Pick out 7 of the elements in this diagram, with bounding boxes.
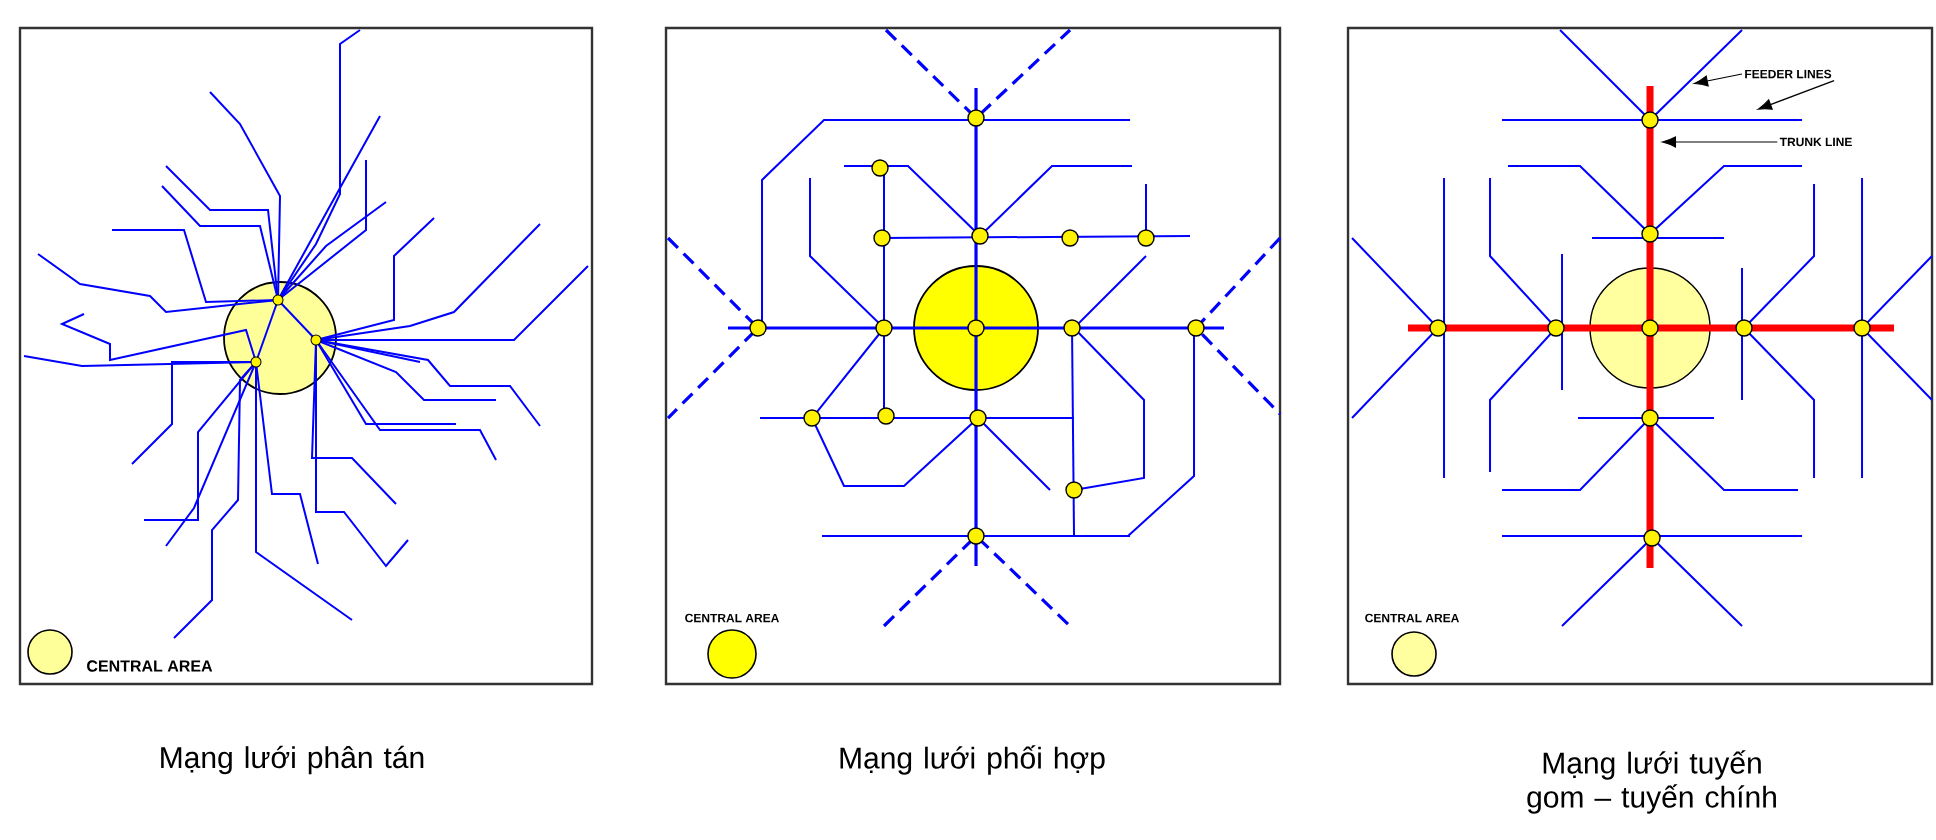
leader-arrow [1661, 136, 1778, 148]
caption: Mạng lưới tuyến gom – tuyến chính [1527, 750, 1776, 814]
caption: Mạng lưới phối hợp [840, 745, 1105, 775]
caption: Mạng lưới phân tán [161, 745, 424, 775]
legend-label: CENTRAL AREA [87, 660, 213, 672]
leader-arrow [1757, 80, 1835, 110]
leader-arrow [1693, 73, 1743, 87]
